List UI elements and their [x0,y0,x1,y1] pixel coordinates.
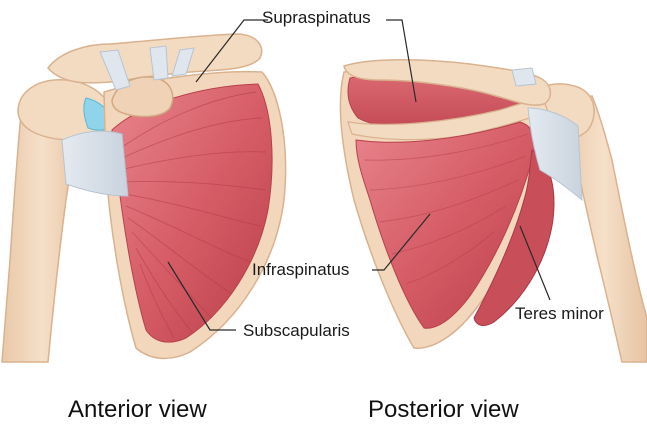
posterior-view-illustration [339,59,647,363]
posterior-humerus [559,95,647,363]
supraspinatus-leader-right [386,19,417,103]
posterior-acromion [343,59,552,106]
subscapularis-fibers [117,91,267,339]
caption-posterior-view: Posterior view [368,396,519,423]
anterior-ligaments [99,45,195,91]
label-subscapularis: Subscapularis [243,321,350,340]
label-teres-minor: Teres minor [515,304,604,323]
subscapularis-leader [167,261,236,331]
posterior-ligament [511,67,537,87]
label-supraspinatus: Supraspinatus [262,8,371,27]
infraspinatus-fibers [363,133,529,285]
label-infraspinatus: Infraspinatus [252,260,350,279]
infraspinatus-muscle [355,121,536,329]
subscapularis-muscle [111,83,273,343]
caption-anterior-view: Anterior view [68,396,207,423]
supraspinatus-leader-left [195,19,268,83]
infraspinatus-leader [372,213,431,271]
teres-minor-muscle [473,149,555,326]
teres-minor-leader [519,225,551,301]
subscapularis-tendon [61,130,129,197]
posterior-tendon [527,107,583,202]
leader-lines [167,19,551,331]
anterior-view-illustration [1,33,287,363]
